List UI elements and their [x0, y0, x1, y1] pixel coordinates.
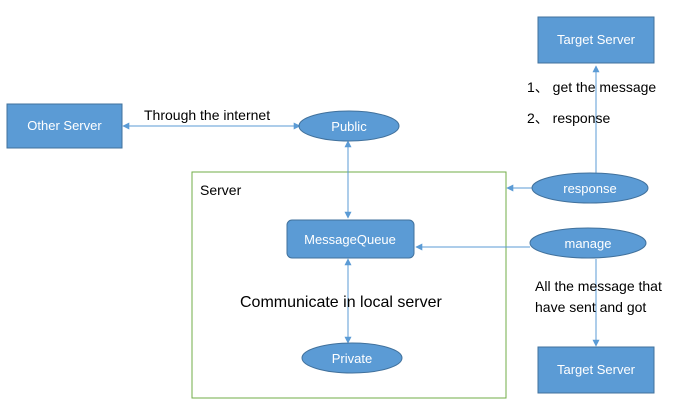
step1-label: 1、 get the message [527, 79, 656, 95]
target-server-top-node: Target Server [537, 16, 655, 64]
target-server-bottom-label: Target Server [557, 362, 636, 377]
private-node: Private [301, 342, 403, 374]
response-node: response [531, 172, 649, 204]
all-message-line2: have sent and got [535, 299, 646, 315]
target-server-bottom-node: Target Server [537, 346, 655, 394]
server-label: Server [200, 182, 242, 198]
target-server-top-label: Target Server [557, 32, 636, 47]
all-message-line1: All the message that [535, 278, 662, 294]
communicate-local-label: Communicate in local server [240, 294, 443, 311]
other-server-label: Other Server [27, 118, 102, 133]
response-label: response [563, 181, 616, 196]
message-queue-node: MessageQueue [286, 219, 415, 259]
public-label: Public [331, 119, 367, 134]
through-internet-label: Through the internet [144, 107, 270, 123]
other-server-node: Other Server [6, 103, 123, 149]
step2-label: 2、 response [527, 110, 610, 126]
message-queue-label: MessageQueue [304, 232, 396, 247]
private-label: Private [332, 351, 372, 366]
manage-node: manage [529, 227, 647, 259]
public-node: Public [298, 110, 400, 142]
manage-label: manage [565, 236, 612, 251]
